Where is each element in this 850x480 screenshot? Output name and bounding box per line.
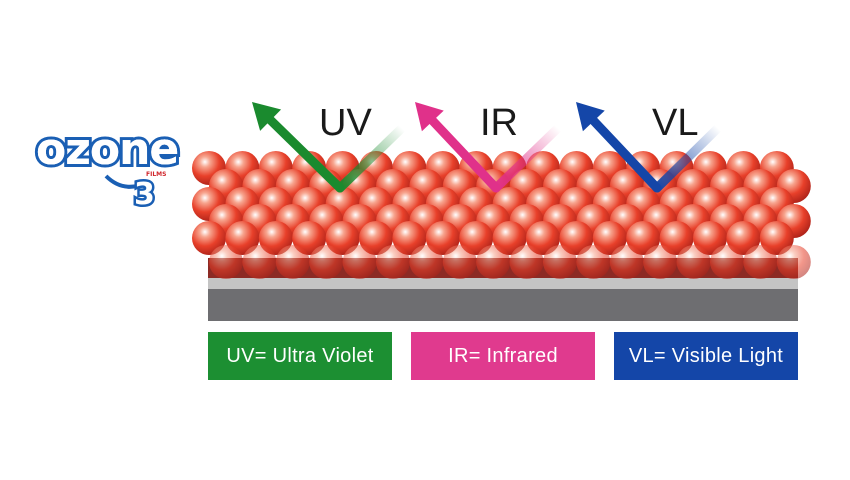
film-sphere: [476, 245, 511, 279]
film-sphere: [726, 221, 761, 255]
film-sphere: [676, 245, 711, 279]
uv-arrow-head: [252, 102, 282, 131]
film-sphere: [559, 221, 594, 255]
film-sphere: [609, 245, 644, 279]
film-sphere: [776, 245, 811, 279]
film-sphere: [442, 245, 477, 279]
uv-arrow-label: UV: [319, 102, 372, 144]
film-sphere: [626, 221, 661, 255]
vl-arrow-incoming: [652, 123, 723, 193]
film-sphere: [258, 221, 293, 255]
substrate-gray-bar: [208, 289, 798, 321]
ir-arrow-reflected: [428, 116, 501, 193]
legend-uv: UV= Ultra Violet: [208, 332, 392, 380]
film-sphere: [543, 245, 577, 279]
ir-arrow-head: [415, 102, 444, 132]
legend-ir: IR= Infrared: [411, 332, 595, 380]
ozone-logo-graphic: ozone ozone FILMS 3: [33, 121, 182, 210]
legend-ir-text: IR= Infrared: [448, 344, 558, 367]
film-sphere: [192, 221, 226, 255]
uv-arrow-incoming: [335, 123, 407, 193]
vl-arrow-reflected: [589, 116, 662, 193]
logo-tagline: FILMS: [146, 171, 166, 178]
film-sphere: [592, 221, 627, 255]
ir-arrow-incoming: [491, 123, 563, 193]
logo-subscript: 3: [134, 177, 155, 210]
film-sphere: [576, 245, 611, 279]
film-sphere: [376, 245, 410, 279]
legend-vl-text: VL= Visible Light: [628, 344, 784, 367]
legend-vl: VL= Visible Light: [614, 332, 798, 380]
film-sphere: [643, 245, 678, 279]
sphere-layer: [192, 151, 811, 279]
legend-uv-text: UV= Ultra Violet: [226, 344, 374, 367]
film-sphere: [509, 245, 544, 279]
uv-arrow-reflected: [266, 115, 345, 193]
film-sphere: [459, 221, 494, 255]
film-sphere: [359, 221, 393, 255]
logo-wordmark: ozone: [36, 124, 178, 175]
film-sphere: [292, 221, 327, 255]
film-sphere: [342, 245, 377, 279]
film-sphere: [710, 245, 744, 279]
film-sphere: [492, 221, 527, 255]
film-sphere: [425, 221, 460, 255]
film-sphere: [409, 245, 444, 279]
film-sphere: [759, 221, 794, 255]
logo-wordmark-fill: ozone: [36, 124, 178, 175]
vl-arrow-label: VL: [652, 102, 698, 144]
film-sphere: [526, 221, 560, 255]
film-sphere: [325, 221, 360, 255]
film-sphere: [242, 245, 277, 279]
substrate-light-strip: [208, 276, 798, 290]
arrow-layer: [252, 102, 723, 193]
film-sphere: [693, 221, 727, 255]
vl-arrow-head: [576, 102, 605, 132]
film-sphere: [392, 221, 427, 255]
film-sphere: [209, 245, 243, 279]
ir-arrow-label: IR: [480, 102, 518, 144]
film-sphere: [309, 245, 344, 279]
film-sphere: [225, 221, 260, 255]
film-sphere: [659, 221, 694, 255]
film-sphere: [743, 245, 778, 279]
film-sphere: [275, 245, 310, 279]
logo-swoosh: [104, 174, 149, 189]
